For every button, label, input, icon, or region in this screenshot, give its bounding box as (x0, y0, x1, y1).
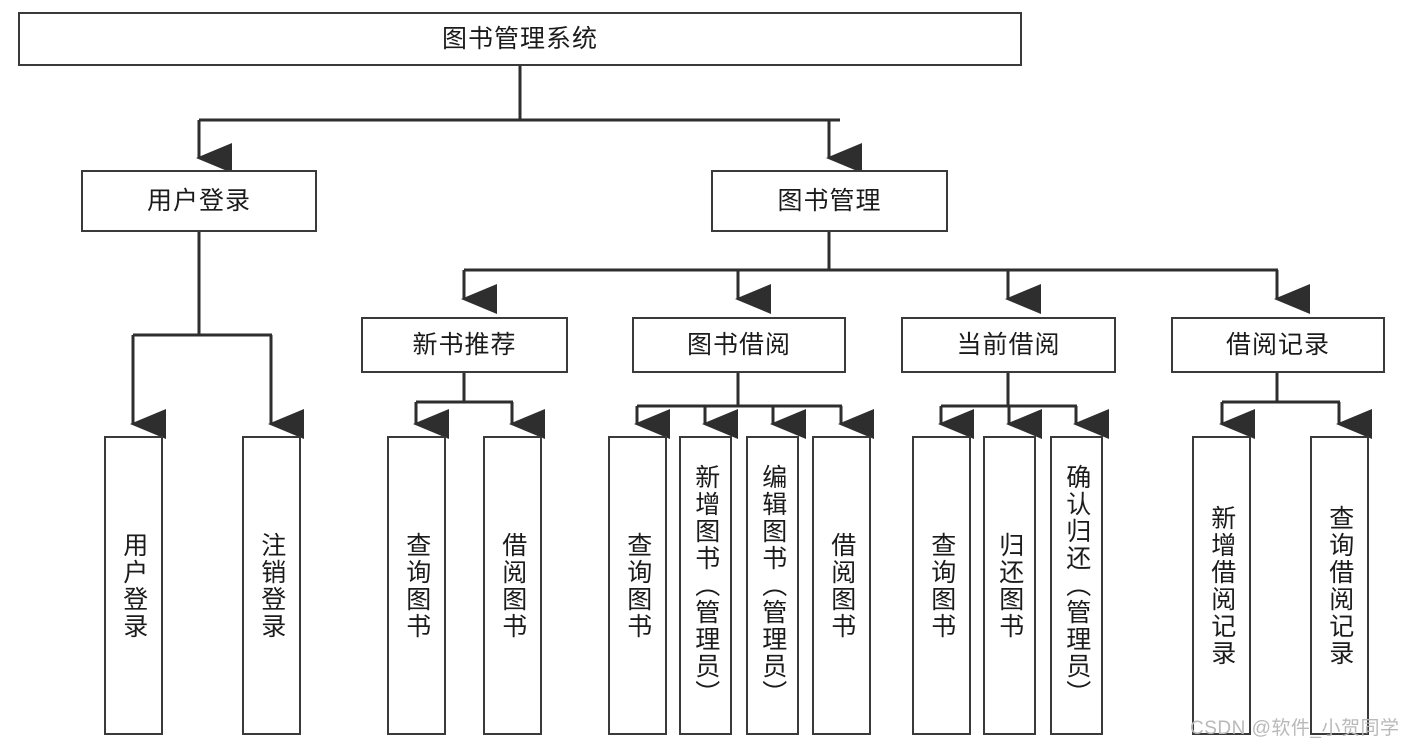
node-label: 查询借阅记录 (1325, 504, 1354, 667)
leaf-book-borrow-borrow-book[interactable]: 借阅图书 (812, 436, 871, 735)
node-label: 新增借阅记录 (1207, 504, 1236, 667)
node-borrow-record[interactable]: 借阅记录 (1171, 317, 1385, 373)
leaf-current-borrow-confirm-return[interactable]: 确认归还（管理员） (1050, 436, 1103, 735)
node-label: 借阅图书 (498, 531, 527, 640)
node-label: 图书借阅 (686, 331, 791, 359)
leaf-user-login-logout[interactable]: 注销登录 (242, 436, 301, 735)
leaf-new-book-borrow-book[interactable]: 借阅图书 (483, 436, 542, 735)
leaf-book-borrow-edit-book[interactable]: 编辑图书（管理员） (746, 436, 799, 735)
node-label: 用户登录 (119, 531, 148, 640)
node-label: 当前借阅 (956, 331, 1061, 359)
leaf-book-borrow-query-book[interactable]: 查询图书 (608, 436, 667, 735)
leaf-current-borrow-query-book[interactable]: 查询图书 (912, 436, 971, 735)
leaf-user-login-login[interactable]: 用户登录 (104, 436, 163, 735)
node-current-borrow[interactable]: 当前借阅 (901, 317, 1116, 373)
node-root-book-management-system[interactable]: 图书管理系统 (18, 12, 1022, 66)
leaf-borrow-record-add-record[interactable]: 新增借阅记录 (1192, 436, 1251, 735)
node-book-borrow[interactable]: 图书借阅 (632, 317, 846, 373)
node-label: 查询图书 (623, 531, 652, 640)
node-label: 新增图书（管理员） (691, 464, 720, 707)
node-label: 查询图书 (402, 531, 431, 640)
node-label: 新书推荐 (412, 331, 517, 359)
node-label: 归还图书 (995, 531, 1024, 640)
node-label: 图书管理系统 (441, 25, 598, 53)
node-label: 借阅图书 (827, 531, 856, 640)
node-book-management[interactable]: 图书管理 (711, 170, 948, 232)
leaf-borrow-record-query-record[interactable]: 查询借阅记录 (1310, 436, 1369, 735)
node-label: 编辑图书（管理员） (758, 464, 787, 707)
leaf-new-book-query-book[interactable]: 查询图书 (387, 436, 446, 735)
node-label: 查询图书 (927, 531, 956, 640)
node-new-book-recommend[interactable]: 新书推荐 (361, 317, 568, 373)
node-label: 图书管理 (777, 187, 882, 215)
node-label: 用户登录 (146, 187, 251, 215)
node-label: 借阅记录 (1225, 331, 1330, 359)
csdn-watermark: CSDN @软件_小贺同学 (1190, 718, 1400, 739)
node-user-login[interactable]: 用户登录 (81, 170, 317, 232)
node-label: 注销登录 (257, 531, 286, 640)
leaf-book-borrow-add-book[interactable]: 新增图书（管理员） (679, 436, 732, 735)
node-label: 确认归还（管理员） (1062, 464, 1091, 707)
leaf-current-borrow-return-book[interactable]: 归还图书 (983, 436, 1036, 735)
